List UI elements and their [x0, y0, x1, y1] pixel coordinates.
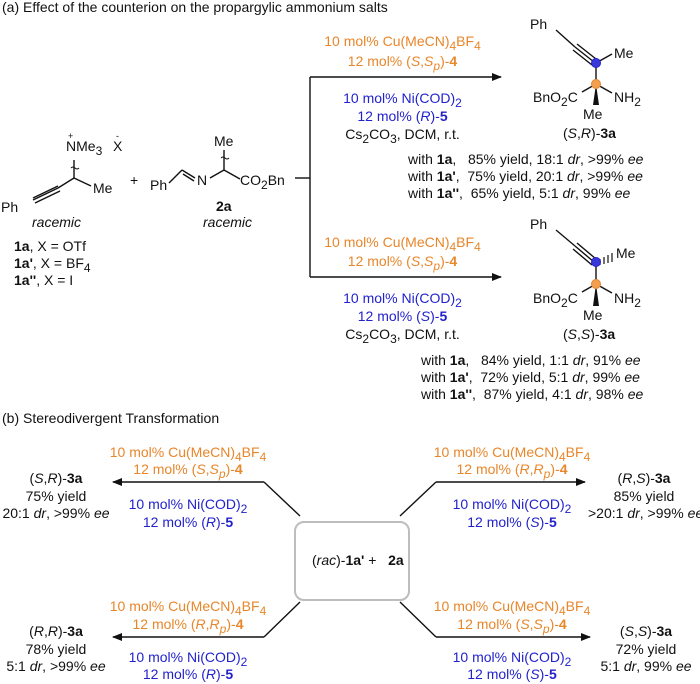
reactant-1-counterion: X — [113, 138, 123, 154]
top-product-methyl: Me — [583, 106, 603, 122]
branch-top-right-product-label: (R,S)-3a — [617, 470, 671, 486]
reactant-1-stereo-squiggle — [70, 166, 80, 170]
top-product-amine: NH2 — [614, 89, 641, 109]
center-reactants-box — [294, 521, 410, 601]
branch-bottom-left-nickel-catalyst: 10 mol% Ni(COD)2 — [128, 649, 248, 669]
branch-bottom-left-copper-catalyst: 10 mol% Cu(MeCN)4BF4 — [109, 598, 267, 618]
bottom-product-ester: BnO2C — [533, 290, 578, 310]
top-product-methyl-top: Me — [614, 45, 634, 61]
reactant-2a-ester: CO2Bn — [240, 172, 285, 192]
reactant-2a-structure — [168, 150, 241, 184]
reactant-1-nme3: NMe3 — [66, 138, 103, 158]
bottom-nickel-ligand: 12 mol% (S)-5 — [357, 308, 448, 324]
center-reactants-label: (rac)-1a' + 2a — [312, 552, 404, 568]
branch-top-right-selectivity: >20:1 dr, >99% ee — [588, 505, 700, 521]
reactant-1-racemic: racemic — [32, 214, 82, 230]
branch-bottom-left-yield: 78% yield — [25, 641, 87, 657]
branch-bottom-right-yield: 72% yield — [615, 641, 677, 657]
section-b-title: (b) Stereodivergent Transformation — [2, 410, 220, 426]
branch-top-left-copper-ligand: 12 mol% (S,Sp)-4 — [133, 461, 243, 481]
bottom-base-solvent: Cs2CO3, DCM, r.t. — [345, 326, 460, 346]
top-result-row: with 1a, 85% yield, 18:1 dr, >99% ee — [408, 151, 644, 167]
branch-bottom-right-product-label: (S,S)-3a — [619, 623, 673, 639]
branch-bottom-left-product-label: (R,R)-3a — [29, 623, 83, 639]
branch-top-right-copper-catalyst: 10 mol% Cu(MeCN)4BF4 — [433, 444, 591, 464]
reactant-1-structure — [32, 160, 92, 204]
branch-top-right-nickel-catalyst: 10 mol% Ni(COD)2 — [452, 496, 572, 516]
bottom-result-row: with 1a'', 87% yield, 4:1 dr, 98% ee — [421, 386, 644, 402]
branch-top-right-yield: 85% yield — [613, 488, 675, 504]
branch-top-left-product-label: (S,R)-3a — [29, 470, 83, 486]
top-product-structure — [555, 29, 613, 105]
reactant-2a-id: 2a — [216, 198, 232, 214]
top-product-phenyl: Ph — [530, 16, 548, 32]
reactants-plus-sign: + — [130, 172, 139, 188]
branch-top-left-selectivity: 20:1 dr, >99% ee — [2, 505, 110, 521]
bottom-result-row: with 1a', 72% yield, 5:1 dr, 99% ee — [421, 369, 640, 385]
bottom-nickel-catalyst: 10 mol% Ni(COD)2 — [343, 290, 462, 310]
branch-bottom-right-nickel-ligand: 12 mol% (S)-5 — [467, 666, 557, 682]
top-nickel-ligand: 12 mol% (R)-5 — [357, 108, 448, 124]
bottom-copper-ligand: 12 mol% (S,Sp)-4 — [347, 253, 458, 273]
reactant-2a-stereo-squiggle — [220, 156, 230, 160]
bottom-product-methyl: Me — [583, 307, 603, 323]
branch-bottom-right-selectivity: 5:1 dr, 99% ee — [600, 658, 692, 674]
reactant-1-variant-1a-double-prime: 1a'', X = I — [14, 272, 74, 288]
section-a-title: (a) Effect of the counterion on the prop… — [2, 0, 388, 15]
section-b-arrows — [112, 478, 591, 641]
branch-top-left-nickel-ligand: 12 mol% (R)-5 — [142, 514, 234, 530]
reactant-1-phenyl: Ph — [1, 199, 19, 215]
top-copper-ligand: 12 mol% (S,Sp)-4 — [347, 53, 458, 73]
bottom-result-row: with 1a, 84% yield, 1:1 dr, 91% ee — [421, 352, 641, 368]
top-result-row: with 1a'', 65% yield, 5:1 dr, 99% ee — [408, 185, 631, 201]
top-nickel-catalyst: 10 mol% Ni(COD)2 — [343, 90, 462, 110]
top-base-solvent: Cs2CO3, DCM, r.t. — [345, 126, 460, 146]
branch-top-right-nickel-ligand: 12 mol% (S)-5 — [467, 514, 557, 530]
bottom-product-amine: NH2 — [614, 290, 641, 310]
top-product-nickel-stereocenter — [591, 58, 601, 68]
top-copper-catalyst: 10 mol% Cu(MeCN)4BF4 — [324, 33, 481, 53]
reactant-1-methyl: Me — [93, 180, 113, 196]
reactant-2a-racemic: racemic — [203, 214, 253, 230]
reactant-2a-nitrogen: N — [197, 172, 208, 188]
section-a-arrows — [295, 73, 502, 281]
bottom-product-copper-stereocenter — [591, 279, 601, 289]
branch-bottom-right-copper-ligand: 12 mol% (S,Sp)-4 — [457, 616, 567, 636]
bottom-product-phenyl: Ph — [530, 216, 548, 232]
branch-bottom-left-selectivity: 5:1 dr, >99% ee — [6, 658, 106, 674]
top-result-row: with 1a', 75% yield, 20:1 dr, >99% ee — [408, 168, 643, 184]
top-product-label: (S,R)-3a — [563, 125, 616, 141]
branch-bottom-left-nickel-ligand: 12 mol% (R)-5 — [142, 666, 234, 682]
branch-top-left-nickel-catalyst: 10 mol% Ni(COD)2 — [128, 496, 248, 516]
top-product-ester: BnO2C — [533, 89, 578, 109]
branch-bottom-left-copper-ligand: 12 mol% (R,Rp)-4 — [132, 616, 244, 636]
reactant-1-variant-1a: 1a, X = OTf — [14, 238, 86, 254]
reactant-1-plus-charge: + — [68, 131, 74, 141]
bottom-product-label: (S,S)-3a — [563, 326, 616, 342]
reactant-1-variant-1a-prime: 1a', X = BF4 — [14, 255, 91, 275]
bottom-copper-catalyst: 10 mol% Cu(MeCN)4BF4 — [324, 234, 481, 254]
branch-bottom-right-copper-catalyst: 10 mol% Cu(MeCN)4BF4 — [433, 598, 591, 618]
reactant-1-minus-charge: - — [116, 131, 119, 141]
branch-top-left-copper-catalyst: 10 mol% Cu(MeCN)4BF4 — [109, 444, 267, 464]
reactant-2a-methyl: Me — [214, 133, 234, 149]
bottom-product-methyl-top: Me — [616, 245, 636, 261]
top-product-copper-stereocenter — [591, 79, 601, 89]
branch-top-right-copper-ligand: 12 mol% (R,Rp)-4 — [456, 461, 568, 481]
branch-bottom-right-nickel-catalyst: 10 mol% Ni(COD)2 — [452, 649, 572, 669]
bottom-product-nickel-stereocenter — [591, 257, 601, 267]
bottom-product-hashed-bond — [599, 253, 613, 265]
reactant-2a-phenyl: Ph — [150, 177, 168, 193]
branch-top-left-yield: 75% yield — [25, 488, 87, 504]
